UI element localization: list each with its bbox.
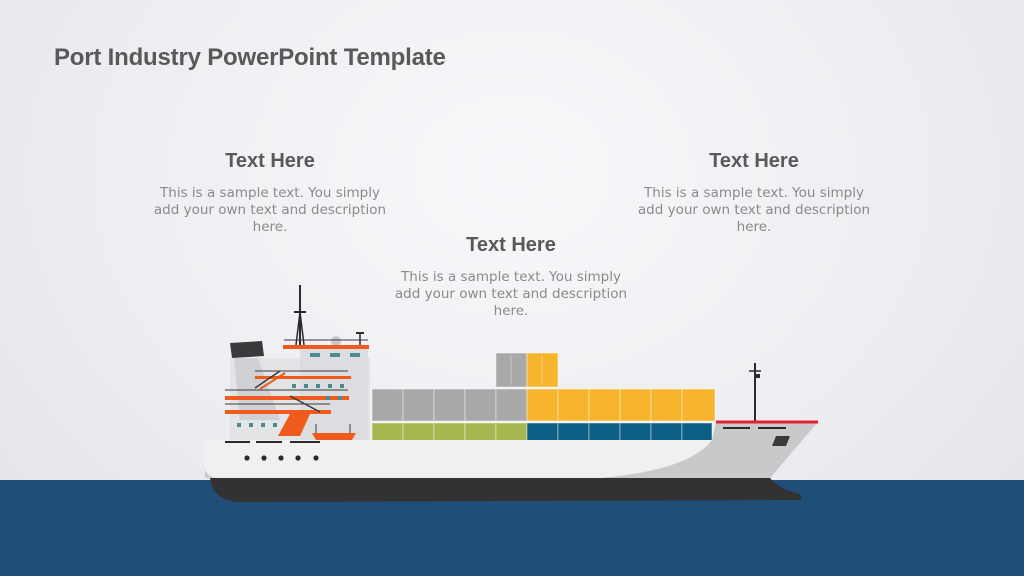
page-title: Port Industry PowerPoint Template <box>54 44 446 71</box>
text-block-right: Text Here This is a sample text. You sim… <box>634 150 874 236</box>
text-block-body: This is a sample text. You simply add yo… <box>394 269 628 319</box>
text-block-body: This is a sample text. You simply add yo… <box>637 185 871 235</box>
text-block-heading: Text Here <box>225 150 315 172</box>
text-block-left: Text Here This is a sample text. You sim… <box>150 150 390 236</box>
text-block-body: This is a sample text. You simply add yo… <box>153 185 387 235</box>
text-block-heading: Text Here <box>466 234 556 256</box>
text-block-center: Text Here This is a sample text. You sim… <box>391 234 631 320</box>
text-block-heading: Text Here <box>709 150 799 172</box>
